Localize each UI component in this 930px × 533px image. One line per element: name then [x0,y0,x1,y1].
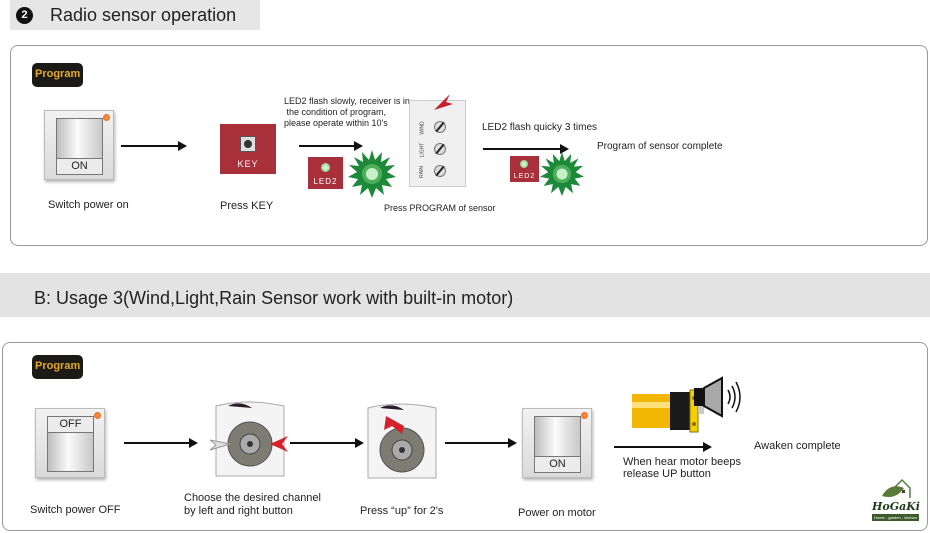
section1-title: Radio sensor operation [50,5,237,25]
section2-title: B: Usage 3(Wind,Light,Rain Sensor work w… [34,288,514,308]
switch-indicator-icon [94,412,101,419]
rain-dial-icon [434,165,446,177]
key-label: KEY [237,159,259,169]
arrow-icon [124,438,198,448]
remote-control-icon [209,401,288,477]
arrow-icon [299,141,363,151]
key-button-icon: KEY [220,124,276,174]
program-badge: Program [32,63,84,87]
switch-indicator-icon [103,114,110,121]
logo-tagline: Home - garden - kitchen [872,514,919,521]
speaker-beep-icon [694,376,741,418]
hogaki-logo-icon [882,478,911,498]
light-dial-icon [434,143,446,155]
caption-press-key: Press KEY [220,200,274,212]
motor-icon [632,389,704,433]
arrow-icon [483,144,569,154]
caption-choose-channel-line2: by left and right button [184,505,293,517]
led2-label: LED2 [513,173,536,180]
caption-press-up: Press “up” for 2's [360,505,444,517]
remote-control-icon [367,403,437,479]
section2-header [0,273,930,317]
arrow-icon [121,141,187,151]
step-number-badge: 2 [16,7,33,24]
caption-switch-power-off: Switch power OFF [30,504,121,516]
arrow-icon [614,442,712,452]
arrow-icon [290,438,364,448]
rain-label: RAIN [418,166,425,178]
power-switch-off-icon: OFF [35,408,105,478]
note-led2-slow-line2: the condition of program, [284,107,387,117]
caption-switch-power-on: Switch power on [48,199,129,211]
note-motor-beeps-line1: When hear motor beeps [623,456,742,468]
logo-name: HoGaKi [872,500,920,513]
switch-indicator-icon [581,412,588,419]
switch-label: OFF [47,416,94,433]
arrow-icon [445,438,517,448]
green-flash-icon [348,150,396,198]
led-dot-icon [520,160,528,168]
led2-label: LED2 [313,177,338,186]
power-switch-on-icon: ON [44,110,114,180]
led-dot-icon [321,163,330,172]
power-switch-on-icon: ON [522,408,592,478]
switch-label: ON [534,456,581,473]
green-flash-icon [540,152,584,196]
caption-power-on-motor: Power on motor [518,507,596,519]
light-label: LIGHT [419,142,426,158]
red-pointer-icon [434,94,453,110]
section1-header [10,0,260,30]
caption-awaken-complete: Awaken complete [754,440,841,452]
right-pointer-icon [270,436,288,452]
note-led2-slow-line1: LED2 flash slowly, receiver is in [284,96,410,106]
caption-choose-channel-line1: Choose the desired channel [184,492,321,504]
push-button-icon [240,136,256,152]
up-pointer-icon [384,416,404,434]
switch-label: ON [56,158,103,175]
wind-label: WIND [419,121,426,135]
note-motor-beeps-line2: release UP button [623,468,711,480]
caption-program-complete: Program of sensor complete [597,141,723,152]
led2-indicator-icon: LED2 [308,157,343,189]
led2-indicator-icon: LED2 [510,156,539,182]
left-pointer-icon [209,439,231,451]
note-led2-slow-line3: please operate within 10's [284,118,388,128]
program-badge: Program [32,355,84,379]
wind-dial-icon [434,121,446,133]
note-led2-quick: LED2 flash quicky 3 times [482,122,598,133]
section2-panel [2,342,928,531]
sensor-panel-icon: WIND LIGHT RAIN [409,100,466,187]
caption-press-program: Press PROGRAM of sensor [384,203,496,213]
